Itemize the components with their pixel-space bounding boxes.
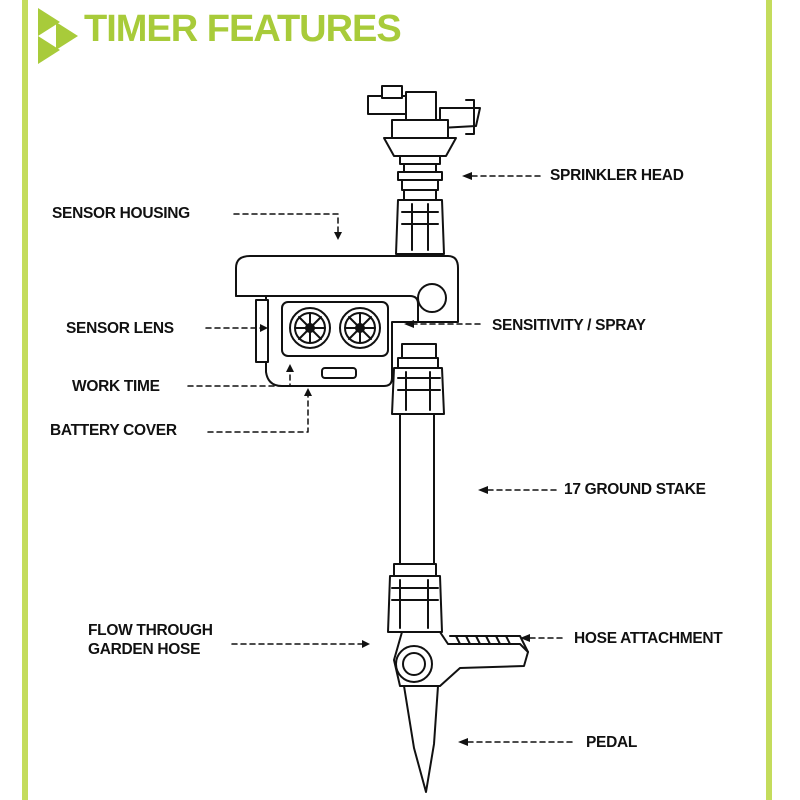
label-pedal: PEDAL [586, 734, 638, 751]
label-sprinkler-head: SPRINKLER HEAD [550, 167, 684, 184]
ground-stake-pipe [399, 413, 435, 565]
label-flow-through-line2: GARDEN HOSE [88, 641, 201, 658]
label-sensitivity-spray: SENSITIVITY / SPRAY [492, 317, 646, 334]
pedal-base-drawing [393, 631, 529, 793]
callout-lines [187, 175, 575, 743]
label-sensor-lens: SENSOR LENS [66, 320, 174, 337]
label-ground-stake: 17 GROUND STAKE [564, 481, 706, 498]
title-chevron-icon [38, 8, 78, 64]
sprinkler-head-drawing [367, 85, 481, 191]
label-hose-attachment: HOSE ATTACHMENT [574, 630, 723, 647]
label-sensor-housing: SENSOR HOUSING [52, 205, 190, 222]
page-title: TIMER FEATURES [84, 8, 402, 50]
label-flow-through-line1: FLOW THROUGH [88, 622, 213, 639]
lower-coupling [387, 563, 443, 633]
right-frame-bar [766, 0, 772, 800]
upper-coupling [395, 189, 445, 255]
label-battery-cover: BATTERY COVER [50, 422, 177, 439]
label-work-time: WORK TIME [72, 378, 160, 395]
callout-arrowheads [260, 172, 530, 746]
sensor-housing-drawing [235, 255, 459, 387]
left-frame-bar [22, 0, 28, 800]
middle-coupling [391, 343, 445, 415]
